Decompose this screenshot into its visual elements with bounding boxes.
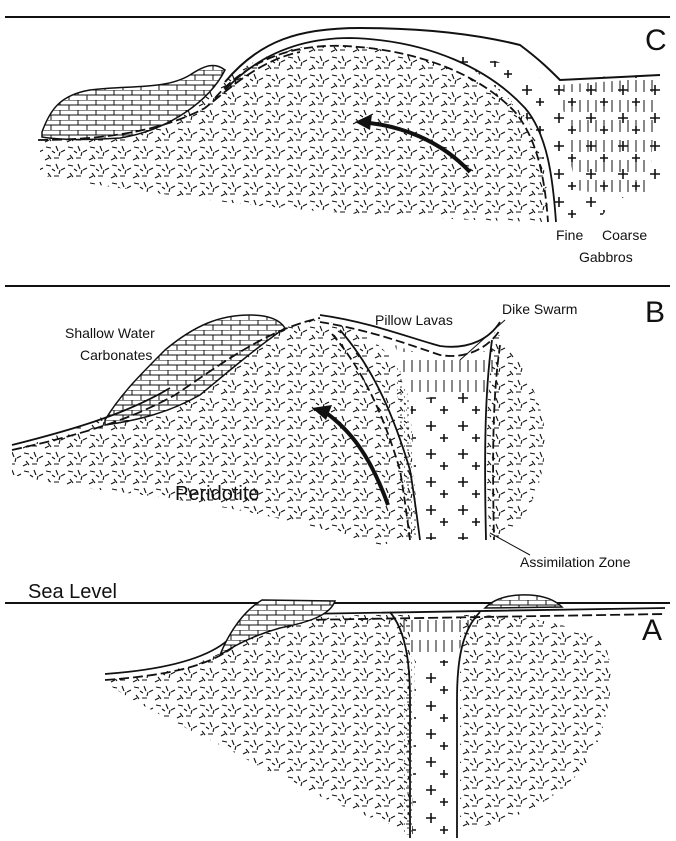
label-gabbros: Gabbros (579, 249, 633, 265)
label-sea-level: Sea Level (28, 581, 117, 603)
panel-b-gabbro-zone (410, 390, 485, 540)
panel-b: B Pillow Lavas Dike Swarm Shallow Water … (5, 286, 670, 570)
label-shallow-water: Shallow Water (65, 325, 155, 341)
label-dike-swarm: Dike Swarm (502, 301, 577, 317)
assimilation-zone-leader (490, 533, 530, 555)
label-fine: Fine (556, 227, 583, 243)
label-carbonates: Carbonates (80, 347, 152, 363)
panel-letter-c: C (645, 24, 667, 57)
panel-c-dike-zone (560, 78, 655, 200)
panel-c: C Fine Coarse Gabbros (5, 17, 670, 265)
label-pillow-lavas: Pillow Lavas (375, 312, 453, 328)
panel-a-peridotite-right (460, 615, 611, 830)
panel-letter-a: A (642, 614, 662, 647)
panel-a-carbonates-right (485, 595, 562, 608)
label-coarse: Coarse (602, 227, 647, 243)
panel-letter-b: B (645, 296, 665, 329)
panel-a: Sea Level A (5, 581, 670, 838)
label-assimilation-zone: Assimilation Zone (520, 554, 631, 570)
panel-b-dike-zone (395, 345, 500, 400)
panel-a-gabbro-zone (412, 660, 455, 835)
panel-a-peridotite (105, 615, 410, 830)
label-peridotite: Peridotite (175, 483, 260, 505)
